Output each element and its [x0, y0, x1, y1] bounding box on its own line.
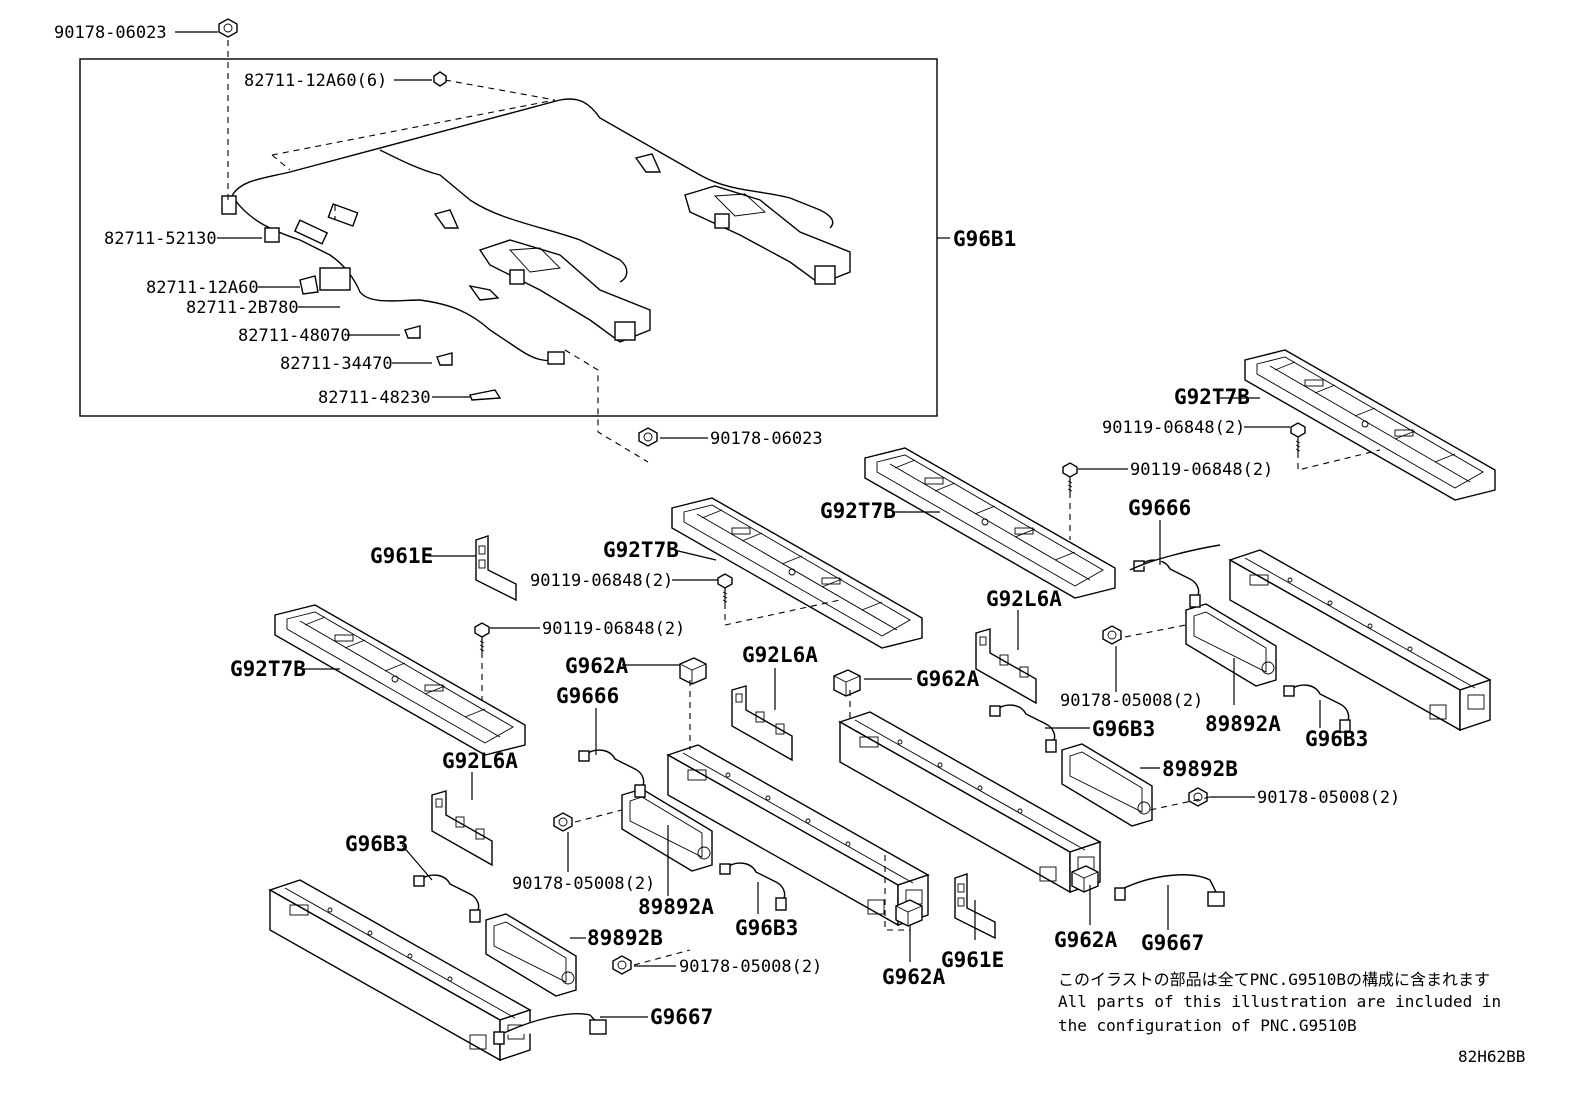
callout-G962A-d: G962A	[882, 965, 946, 989]
label-82711-34470: 82711-34470	[280, 354, 393, 374]
label-90119-06848-a: 90119-06848(2)	[542, 619, 685, 639]
bolt-90119-06848-b	[717, 573, 733, 604]
callout-G9666-b: G9666	[1128, 496, 1191, 520]
callout-G961E-b: G961E	[941, 948, 1004, 972]
callout-G96B3-b: G96B3	[735, 916, 798, 940]
cap-G962A-b	[833, 669, 861, 697]
bracket-G92L6A-a	[431, 790, 493, 866]
callout-89892A-b: 89892A	[1205, 712, 1281, 736]
callout-G962A-c: G962A	[1054, 928, 1118, 952]
callout-G96B3-d: G96B3	[1305, 727, 1368, 751]
label-82711-52130: 82711-52130	[104, 229, 217, 249]
callout-89892B-b: 89892B	[1162, 757, 1238, 781]
nut-90178-05008-b	[1102, 625, 1122, 645]
callout-G9667-b: G9667	[1141, 931, 1204, 955]
nut-90178-05008-d	[1188, 787, 1208, 807]
callout-G962A-a: G962A	[565, 654, 629, 678]
cover-89892B-a	[485, 913, 577, 997]
callout-G92T7B-a: G92T7B	[230, 657, 306, 681]
bolt-90119-06848-c	[1062, 462, 1078, 493]
nut-90178-05008-a	[553, 812, 573, 832]
callout-G9666-a: G9666	[556, 684, 619, 708]
illustration-code: 82H62BB	[1458, 1047, 1525, 1066]
label-82711-2B780: 82711-2B780	[186, 298, 299, 318]
callout-G96B3-a: G96B3	[345, 832, 408, 856]
wire-harness-G96B1	[221, 98, 851, 401]
label-90178-05008-c: 90178-05008(2)	[679, 957, 822, 977]
cover-89892B-b	[1061, 743, 1153, 827]
callout-G96B3-c: G96B3	[1092, 717, 1155, 741]
label-90119-06848-b: 90119-06848(2)	[530, 571, 673, 591]
nut-90178-06023-mid	[638, 427, 658, 447]
callout-G92T7B-b: G92T7B	[603, 538, 679, 562]
callout-89892A-a: 89892A	[638, 895, 714, 919]
bracket-G92L6A-c	[975, 628, 1037, 704]
callout-G92L6A-c: G92L6A	[986, 587, 1062, 611]
callout-G962A-b: G962A	[916, 667, 980, 691]
wire-G9666-top	[1129, 544, 1221, 571]
label-90119-06848-c: 90119-06848(2)	[1130, 460, 1273, 480]
callout-G92T7B-c: G92T7B	[820, 499, 896, 523]
wire-G9666-a	[578, 749, 646, 798]
cap-G962A-d	[895, 899, 923, 927]
wire-G96B3-d	[1283, 684, 1351, 733]
callout-89892B-a: 89892B	[587, 926, 663, 950]
label-90178-05008-d: 90178-05008(2)	[1257, 788, 1400, 808]
plate-G92T7B-d	[1244, 349, 1496, 501]
wire-G96B3-b	[719, 862, 787, 911]
wire-G9667-b	[1114, 874, 1225, 907]
wire-G9666-b	[1133, 559, 1201, 608]
callout-G92L6A-a: G92L6A	[442, 749, 518, 773]
label-82711-48230: 82711-48230	[318, 388, 431, 408]
label-82711-12A60-6: 82711-12A60(6)	[244, 71, 387, 91]
callout-G961E-a: G961E	[370, 544, 433, 568]
note-english-line2: the configuration of PNC.G9510B	[1058, 1016, 1357, 1035]
note-english-line1: All parts of this illustration are inclu…	[1058, 992, 1501, 1011]
battery-module-a	[269, 879, 531, 1061]
label-90178-05008-a: 90178-05008(2)	[512, 874, 655, 894]
callout-G96B1: G96B1	[953, 227, 1016, 251]
label-90178-05008-b: 90178-05008(2)	[1060, 691, 1203, 711]
label-90119-06848-d: 90119-06848(2)	[1102, 418, 1245, 438]
callout-G92L6A-b: G92L6A	[742, 643, 818, 667]
label-90178-06023-top: 90178-06023	[54, 23, 167, 43]
battery-module-d	[1229, 549, 1491, 731]
bracket-G961E-a	[475, 535, 517, 601]
cap-G962A-a	[679, 657, 707, 685]
cap-G962A-c	[1071, 865, 1099, 893]
wire-G96B3-a	[413, 874, 481, 923]
label-82711-48070: 82711-48070	[238, 326, 351, 346]
screw-82711-12A60-6	[433, 71, 447, 87]
nut-90178-05008-c	[612, 955, 632, 975]
callout-G9667-a: G9667	[650, 1005, 713, 1029]
note-japanese: このイラストの部品は全てPNC.G9510Bの構成に含まれます	[1058, 970, 1490, 989]
label-82711-12A60: 82711-12A60	[146, 278, 259, 298]
callout-G92T7B-d: G92T7B	[1174, 385, 1250, 409]
label-90178-06023-mid: 90178-06023	[710, 429, 823, 449]
bolt-90119-06848-a	[474, 622, 490, 653]
bolt-90119-06848-d	[1290, 422, 1306, 453]
wire-G9667-a	[493, 1013, 607, 1045]
bracket-G92L6A-b	[731, 685, 793, 761]
nut-90178-06023-top	[218, 18, 238, 38]
